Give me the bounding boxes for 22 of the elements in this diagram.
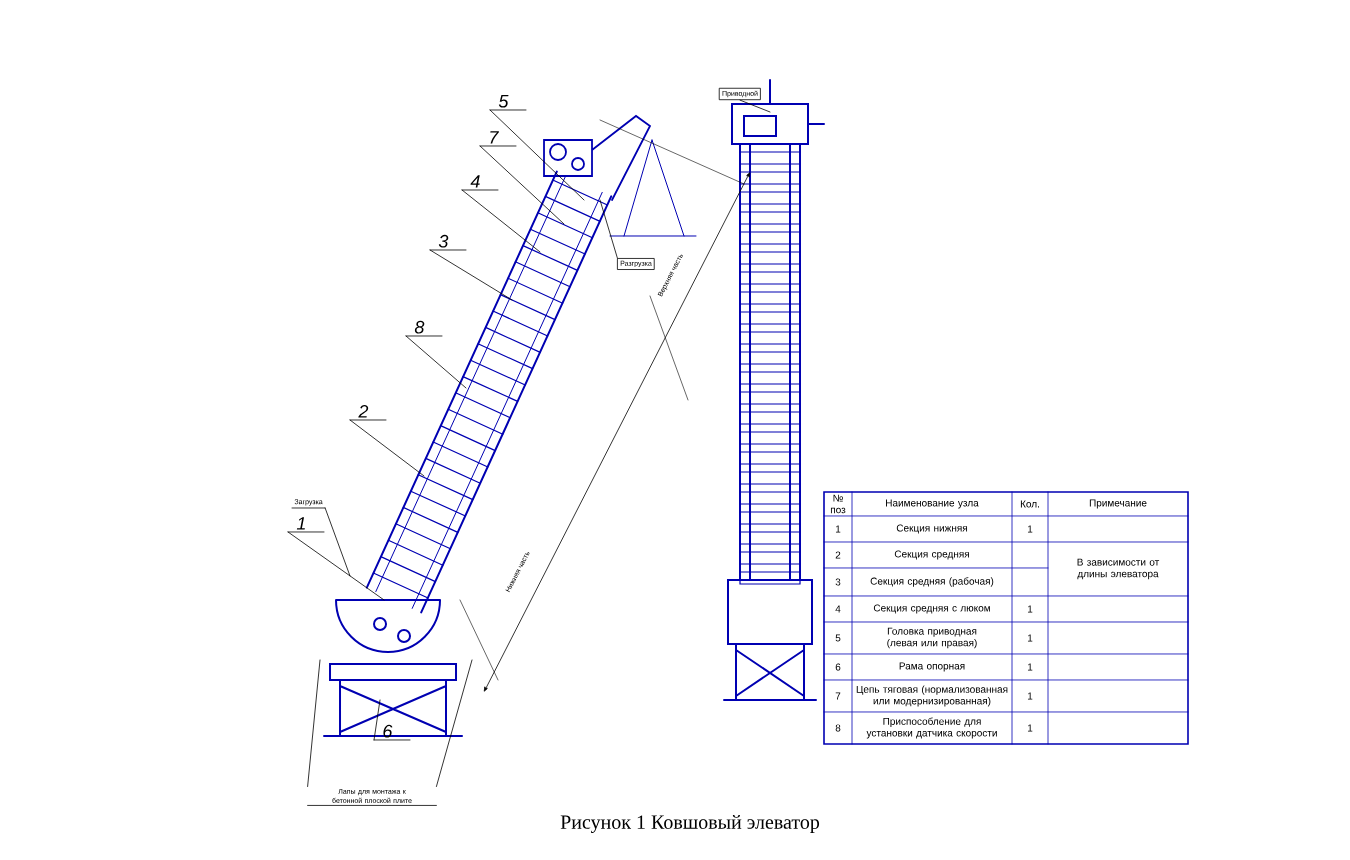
callout-number: 2 xyxy=(349,405,387,421)
leader-line xyxy=(739,99,771,113)
callout-number: 3 xyxy=(429,234,467,251)
callout-number: 7 xyxy=(479,131,517,147)
callout-number: 6 xyxy=(373,724,411,741)
callout-number: 8 xyxy=(405,320,443,337)
leader-line xyxy=(405,335,467,389)
leader-line xyxy=(599,199,618,259)
leader-line xyxy=(324,507,351,577)
callout-number: 5 xyxy=(489,95,527,111)
callout-number: 1 xyxy=(287,517,325,533)
callout-number: 4 xyxy=(461,175,499,191)
leader-line xyxy=(489,109,585,201)
leader-line xyxy=(307,659,321,787)
leader-line xyxy=(429,249,513,301)
leader-line xyxy=(349,419,425,477)
figure-caption: Рисунок 1 Ковшовый элеватор xyxy=(560,814,820,833)
leader-line xyxy=(287,531,385,601)
leader-line xyxy=(373,699,381,741)
leader-line xyxy=(479,145,565,225)
leader-line xyxy=(436,659,473,787)
leader-line xyxy=(461,189,541,253)
